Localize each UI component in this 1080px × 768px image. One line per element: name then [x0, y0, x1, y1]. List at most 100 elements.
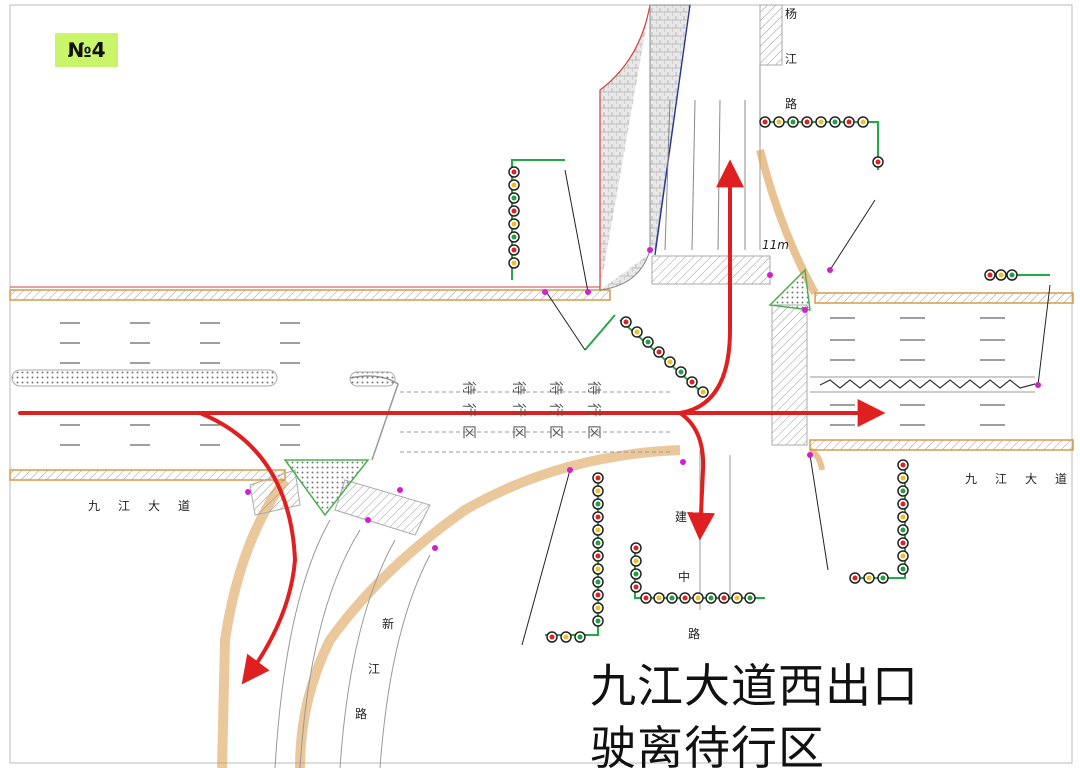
north-crosswalk [651, 255, 771, 285]
signal-lamp-light [645, 339, 651, 345]
road-label-jiujiang-east-4: 道 [1055, 472, 1068, 486]
caption-line-1: 九江大道西出口 [590, 659, 919, 713]
signal-lamp-light [634, 329, 640, 335]
road-label-southwest-2: 江 [368, 662, 381, 676]
signal-lamp-light [549, 634, 555, 640]
arrow-right-turn-southwest [198, 411, 298, 685]
signal-lamps [508, 116, 1018, 643]
signal-lamp-light [900, 488, 906, 494]
figure-number-badge: №4 [55, 33, 118, 67]
waiting-zone-char: 行 [585, 403, 601, 417]
arrow-left-turn-north [678, 159, 744, 415]
signal-lamp-light [900, 501, 906, 507]
waiting-zone-char: 区 [460, 425, 476, 439]
waiting-zone-char: 行 [460, 403, 476, 417]
north-lane-lines [664, 99, 746, 251]
signal-lamp-light [511, 182, 517, 188]
road-label-jiujiang-east-2: 江 [995, 472, 1008, 486]
signal-lamp-light [595, 605, 601, 611]
signal-lamp-light [832, 119, 838, 125]
signal-lamp-light [875, 159, 881, 165]
signal-lamp-light [595, 527, 601, 533]
road-label-south-2: 中 [678, 570, 691, 584]
main-road-south-curb-west [9, 469, 286, 481]
crosswalk-markers [245, 247, 1041, 551]
signal-lamp-light [998, 272, 1004, 278]
signal-lamp-light [900, 527, 906, 533]
island-northeast [768, 268, 811, 311]
median-west [11, 369, 399, 461]
signal-lamp-light [880, 575, 886, 581]
signal-lamp-light [595, 501, 601, 507]
east-lane-dashes [830, 317, 1005, 426]
waiting-zone-char: 待 [510, 381, 526, 395]
route-arrows [18, 159, 886, 685]
signal-lamp-light [511, 260, 517, 266]
road-label-jiujiang-west-2: 江 [118, 499, 131, 513]
signal-lamp-light [682, 595, 688, 601]
signal-lamp-light [595, 475, 601, 481]
waiting-zone-char: 区 [547, 425, 563, 439]
signal-lamp-light [678, 369, 684, 375]
signal-lamp-light [595, 553, 601, 559]
road-label-jiujiang-west-4: 道 [178, 499, 191, 513]
caption-line-2: 驶离待行区 [590, 721, 825, 768]
signal-lamp-light [633, 545, 639, 551]
signal-lamp-light [721, 595, 727, 601]
signal-lamp-light [633, 558, 639, 564]
road-label-jiujiang-east-1: 九 [965, 472, 978, 486]
signal-lamp-light [595, 540, 601, 546]
signal-lamp-light [747, 595, 753, 601]
signal-lamp-light [900, 514, 906, 520]
signal-lamp-light [643, 595, 649, 601]
median-east [810, 376, 1036, 393]
island-southwest [283, 459, 370, 517]
signal-lamp-light [900, 553, 906, 559]
road-label-jiujiang-east-3: 大 [1025, 472, 1038, 486]
signal-lamp-light [804, 119, 810, 125]
signal-lamp-light [511, 234, 517, 240]
waiting-zone-char: 待 [585, 381, 601, 395]
signal-lamp-light [563, 634, 569, 640]
road-label-north-1: 杨 [785, 7, 798, 21]
signal-lamp-light [623, 319, 629, 325]
main-road-north-curb [9, 286, 1074, 304]
road-label-jiujiang-west-1: 九 [88, 499, 101, 513]
signal-lamp-light [633, 571, 639, 577]
signal-lamp-light [900, 475, 906, 481]
signal-lamp-light [669, 595, 675, 601]
signal-lamp-light [577, 634, 583, 640]
dimension-label: 11m [762, 238, 789, 252]
road-label-south-1: 建 [675, 510, 688, 524]
signal-lamp-light [700, 389, 706, 395]
signal-lamp-light [511, 221, 517, 227]
signal-lamp-light [790, 119, 796, 125]
road-label-southwest-3: 路 [355, 707, 368, 721]
signal-lamp-light [695, 595, 701, 601]
signal-lamp-light [708, 595, 714, 601]
road-label-south-3: 路 [688, 627, 701, 641]
leader-lines [521, 169, 1051, 646]
signal-lamp-light [689, 379, 695, 385]
signal-lamp-light [866, 575, 872, 581]
signal-lamp-light [595, 514, 601, 520]
southwest-crosswalk [334, 479, 431, 536]
west-lane-dashes [60, 322, 300, 446]
signal-lamp-light [595, 592, 601, 598]
signal-lamp-light [511, 169, 517, 175]
signal-lamp-light [595, 618, 601, 624]
waiting-zone-lines [400, 391, 670, 453]
road-label-north-2: 江 [785, 52, 798, 66]
road-label-southwest-1: 新 [382, 617, 395, 631]
signal-lamp-light [900, 566, 906, 572]
signal-lamp-light [511, 208, 517, 214]
drawing-frame [9, 4, 1073, 764]
signal-lamp-light [734, 595, 740, 601]
signal-north [760, 121, 879, 170]
signal-lamp-light [656, 595, 662, 601]
signal-lamp-light [511, 247, 517, 253]
waiting-zone-char: 区 [510, 425, 526, 439]
waiting-zone-char: 区 [585, 425, 601, 439]
